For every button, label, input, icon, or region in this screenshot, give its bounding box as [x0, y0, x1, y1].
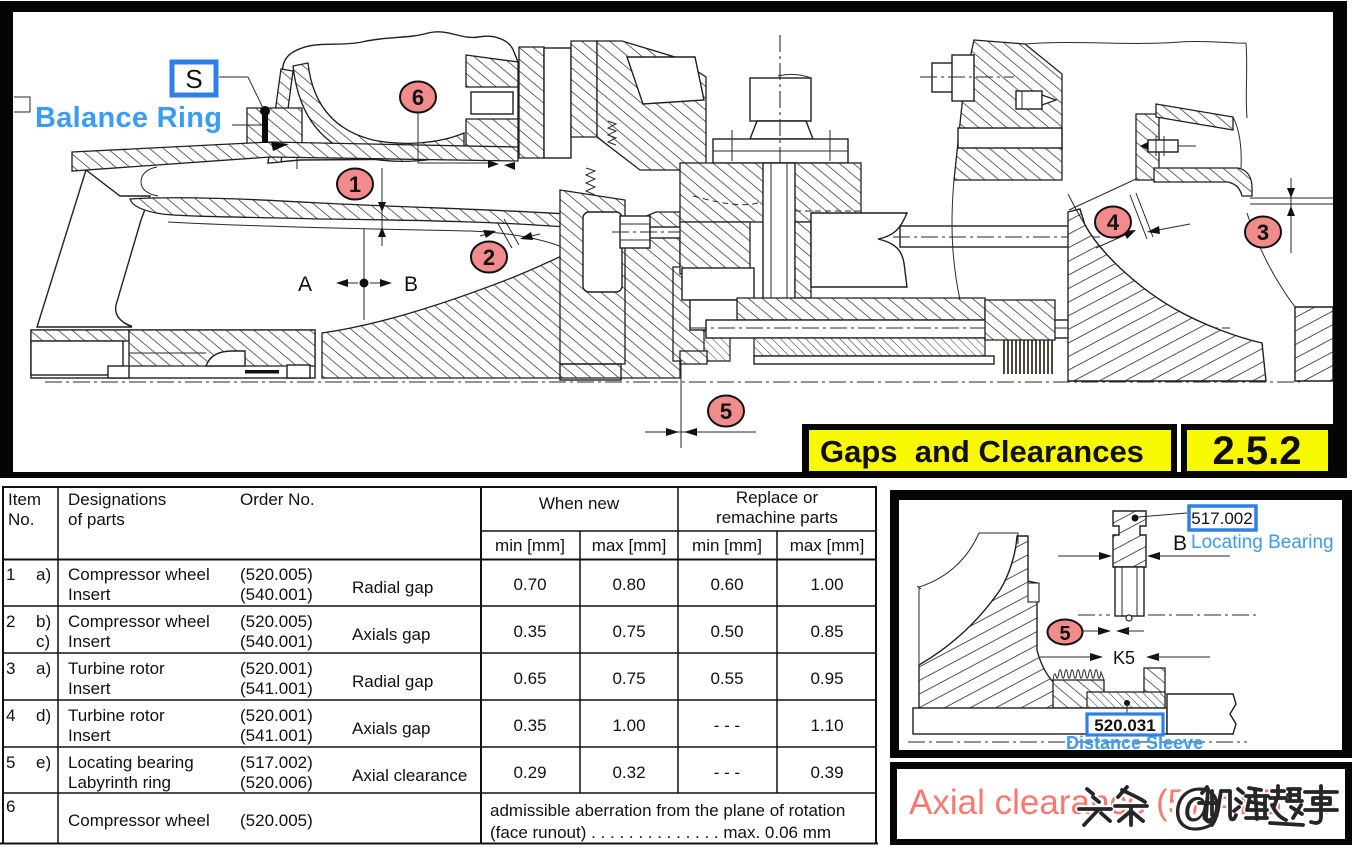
svg-text:a): a) — [36, 659, 51, 678]
svg-text:0.39: 0.39 — [810, 763, 843, 782]
svg-text:of parts: of parts — [68, 510, 125, 529]
svg-text:a): a) — [36, 565, 51, 584]
svg-text:1.10: 1.10 — [810, 716, 843, 735]
svg-text:B: B — [1173, 532, 1187, 555]
svg-text:4: 4 — [6, 706, 15, 725]
svg-text:0.85: 0.85 — [810, 622, 843, 641]
svg-text:Replace or: Replace or — [736, 488, 819, 507]
svg-text:0.75: 0.75 — [612, 669, 645, 688]
svg-text:0.95: 0.95 — [810, 669, 843, 688]
svg-text:1: 1 — [6, 565, 15, 584]
svg-text:(540.001): (540.001) — [240, 632, 313, 651]
svg-text:0.80: 0.80 — [612, 575, 645, 594]
svg-text:No.: No. — [8, 510, 34, 529]
svg-text:max [mm]: max [mm] — [790, 536, 865, 555]
svg-text:2: 2 — [6, 612, 15, 631]
svg-text:@: @ — [1172, 779, 1223, 835]
svg-text:Insert: Insert — [68, 585, 111, 604]
svg-text:c): c) — [36, 632, 50, 651]
svg-text:- - -: - - - — [714, 763, 740, 782]
svg-text:(540.001): (540.001) — [240, 585, 313, 604]
svg-text:(520.001): (520.001) — [240, 659, 313, 678]
svg-text:(520.006): (520.006) — [240, 773, 313, 792]
svg-text:3: 3 — [1257, 220, 1269, 245]
svg-text:Compressor wheel: Compressor wheel — [68, 612, 210, 631]
svg-text:1: 1 — [349, 172, 361, 197]
svg-text:1.00: 1.00 — [612, 716, 645, 735]
svg-text:- - -: - - - — [714, 716, 740, 735]
svg-text:d): d) — [36, 706, 51, 725]
svg-text:5: 5 — [720, 399, 732, 424]
svg-text:admissible aberration from the: admissible aberration from the plane of … — [490, 801, 845, 820]
svg-text:(517.002): (517.002) — [240, 753, 313, 772]
svg-text:remachine parts: remachine parts — [716, 508, 838, 527]
svg-text:Axial clearance: Axial clearance — [352, 766, 467, 785]
svg-text:(520.001): (520.001) — [240, 706, 313, 725]
svg-text:(520.005): (520.005) — [240, 612, 313, 631]
svg-text:Locating Bearing: Locating Bearing — [1191, 532, 1334, 553]
svg-text:b): b) — [36, 612, 51, 631]
svg-text:(541.001): (541.001) — [240, 679, 313, 698]
svg-text:6: 6 — [412, 85, 424, 110]
svg-text:(520.005): (520.005) — [240, 565, 313, 584]
svg-text:0.35: 0.35 — [513, 716, 546, 735]
svg-text:0.65: 0.65 — [513, 669, 546, 688]
svg-text:5: 5 — [6, 753, 15, 772]
svg-text:0.55: 0.55 — [710, 669, 743, 688]
svg-text:0.60: 0.60 — [710, 575, 743, 594]
svg-text:(face runout) . . . . . . . .: (face runout) . . . . . . . . . . . . . … — [490, 823, 831, 842]
svg-text:max [mm]: max [mm] — [592, 536, 667, 555]
svg-text:(541.001): (541.001) — [240, 726, 313, 745]
svg-text:S: S — [185, 64, 202, 94]
svg-text:0.75: 0.75 — [612, 622, 645, 641]
svg-text:520.031: 520.031 — [1094, 716, 1155, 735]
svg-text:2: 2 — [483, 245, 495, 270]
svg-text:4: 4 — [1107, 210, 1120, 235]
svg-text:Insert: Insert — [68, 679, 111, 698]
svg-text:0.29: 0.29 — [513, 763, 546, 782]
svg-text:Balance Ring: Balance Ring — [35, 102, 222, 134]
svg-text:6: 6 — [6, 797, 15, 816]
svg-text:Radial gap: Radial gap — [352, 578, 433, 597]
svg-text:Item: Item — [8, 490, 41, 509]
svg-text:5: 5 — [1059, 623, 1070, 645]
svg-text:0.32: 0.32 — [612, 763, 645, 782]
svg-text:Locating bearing: Locating bearing — [68, 753, 194, 772]
svg-text:0.35: 0.35 — [513, 622, 546, 641]
svg-text:min [mm]: min [mm] — [692, 536, 762, 555]
svg-text:Compressor wheel: Compressor wheel — [68, 565, 210, 584]
svg-text:Insert: Insert — [68, 632, 111, 651]
svg-text:Order No.: Order No. — [240, 490, 315, 509]
svg-text:2.5.2: 2.5.2 — [1213, 429, 1302, 473]
svg-text:A: A — [298, 273, 312, 296]
svg-text:Turbine rotor: Turbine rotor — [68, 706, 165, 725]
svg-text:e): e) — [36, 753, 51, 772]
svg-text:1.00: 1.00 — [810, 575, 843, 594]
svg-text:3: 3 — [6, 659, 15, 678]
svg-text:When new: When new — [539, 494, 620, 513]
svg-text:Labyrinth ring: Labyrinth ring — [68, 773, 171, 792]
svg-text:Insert: Insert — [68, 726, 111, 745]
svg-text:0.70: 0.70 — [513, 575, 546, 594]
svg-text:(520.005): (520.005) — [240, 811, 313, 830]
svg-text:0.50: 0.50 — [710, 622, 743, 641]
svg-text:Axials gap: Axials gap — [352, 625, 430, 644]
svg-text:B: B — [404, 273, 418, 296]
svg-text:Radial gap: Radial gap — [352, 672, 433, 691]
svg-text:Gaps and Clearances: Gaps and Clearances — [820, 434, 1144, 469]
svg-text:Axials gap: Axials gap — [352, 719, 430, 738]
svg-text:Compressor wheel: Compressor wheel — [68, 811, 210, 830]
svg-text:Turbine rotor: Turbine rotor — [68, 659, 165, 678]
svg-text:517.002: 517.002 — [1191, 509, 1252, 528]
svg-text:Designations: Designations — [68, 490, 166, 509]
svg-text:min [mm]: min [mm] — [495, 536, 565, 555]
svg-text:Distance Sleeve: Distance Sleeve — [1066, 733, 1203, 753]
svg-text:K5: K5 — [1113, 648, 1135, 668]
